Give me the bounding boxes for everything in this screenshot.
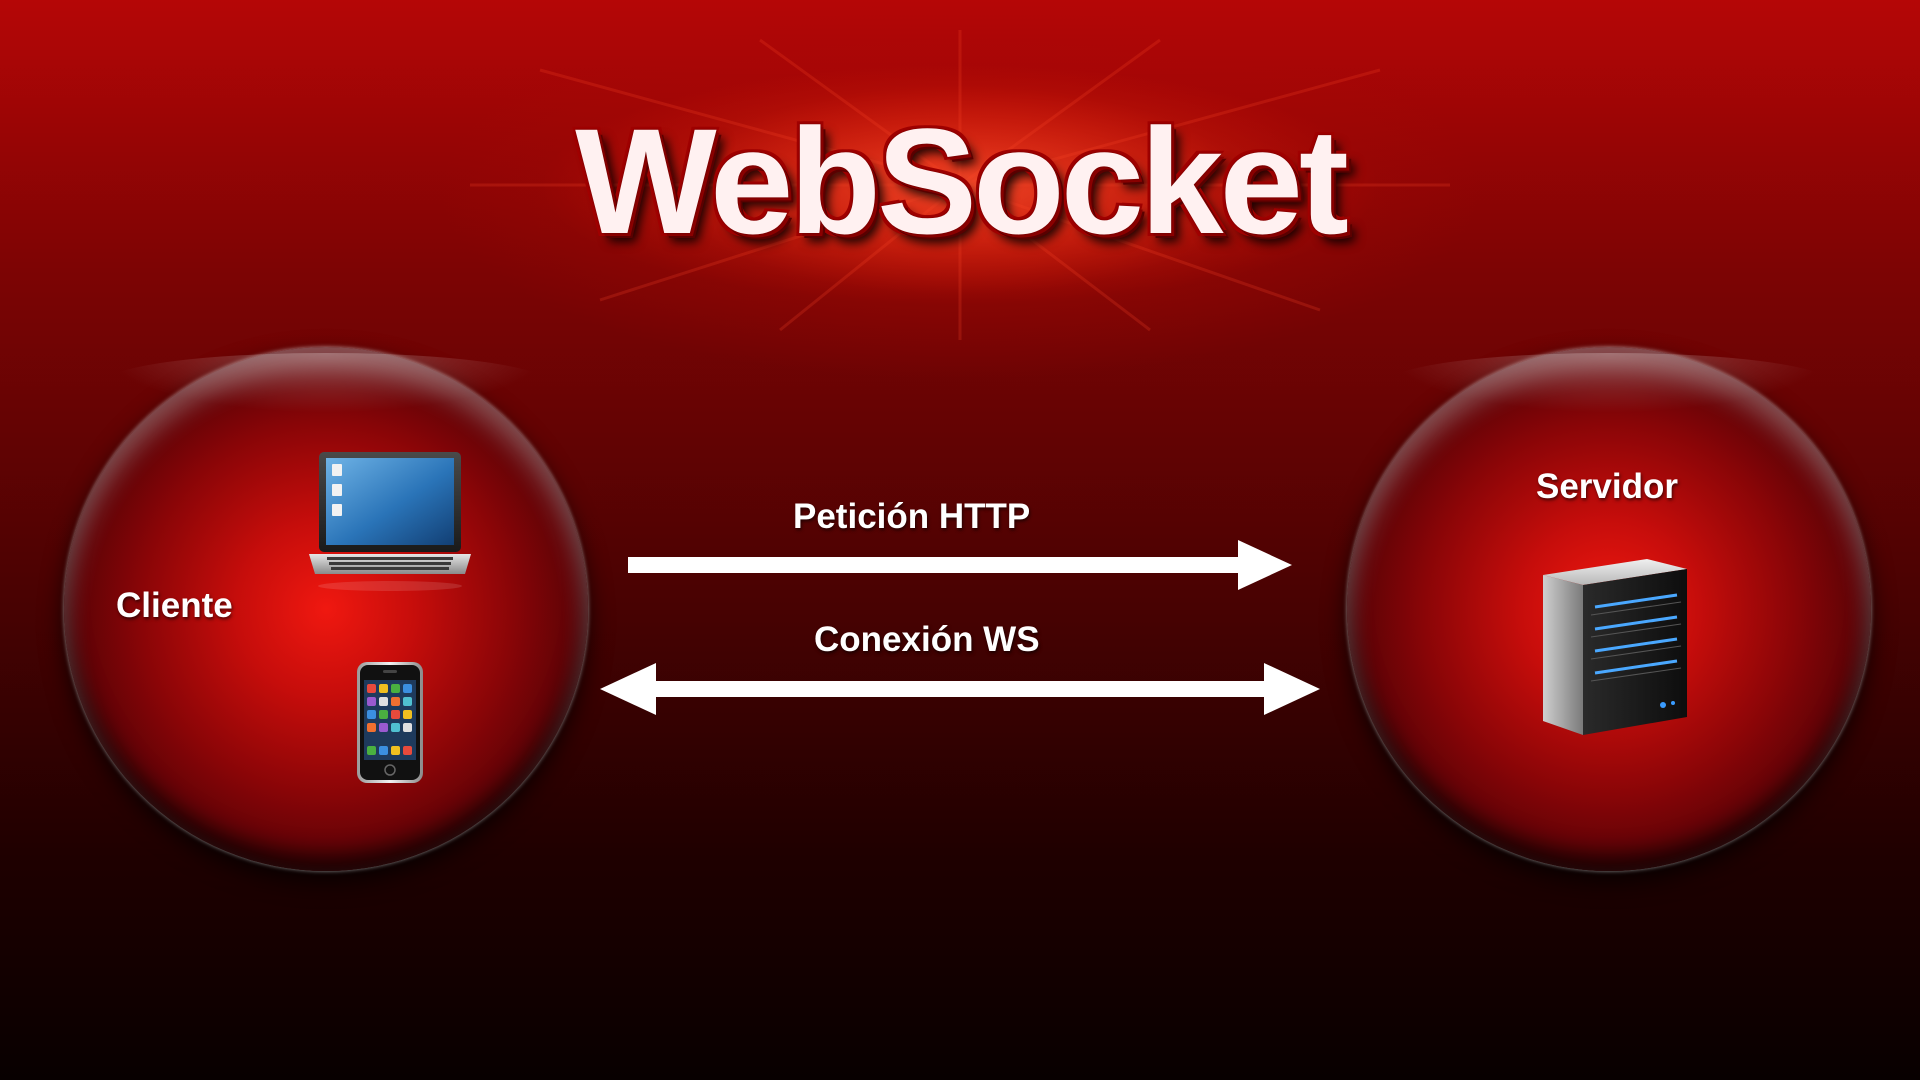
client-orb — [64, 347, 588, 871]
diagram-title: WebSocket — [575, 97, 1349, 265]
title-glow-burst — [470, 30, 1450, 340]
laptop-icon — [305, 450, 475, 600]
ws-connection-arrow — [600, 663, 1320, 715]
http-request-arrow — [628, 540, 1292, 590]
server-tower-icon — [1535, 555, 1695, 745]
server-label: Servidor — [1536, 467, 1678, 506]
http-request-label: Petición HTTP — [793, 497, 1031, 536]
client-label: Cliente — [116, 586, 233, 625]
ws-connection-label: Conexión WS — [814, 620, 1040, 659]
smartphone-icon — [355, 660, 425, 790]
